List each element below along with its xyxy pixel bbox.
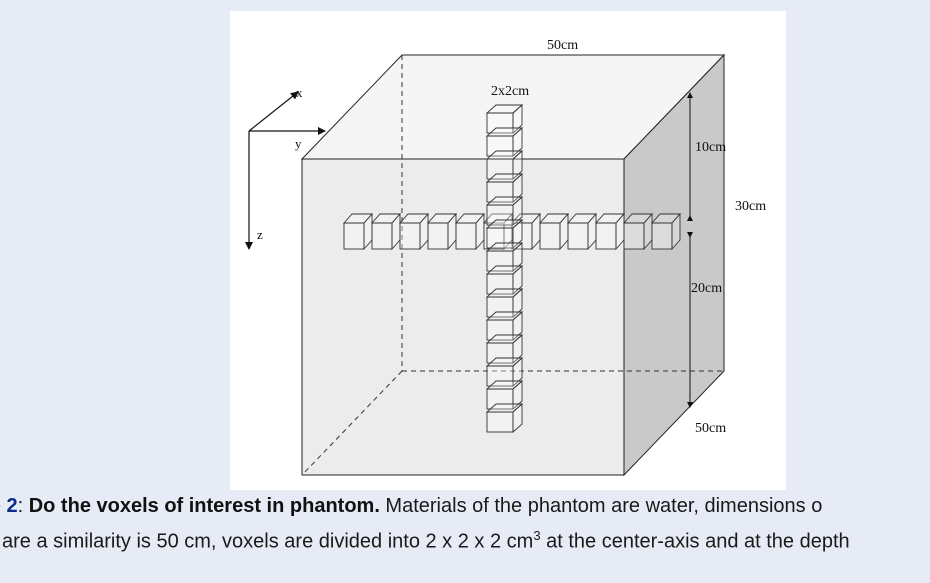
top-width-label: 50cm (547, 38, 578, 53)
voxel-row-cell (426, 212, 458, 251)
z-axis-label: z (257, 227, 263, 242)
voxel-row-cell (594, 212, 626, 251)
voxel-column-cell (485, 195, 524, 227)
voxel-column-cell (485, 264, 524, 296)
voxel-column-cell (485, 402, 524, 434)
caption-line2-text: are a similarity is 50 cm, voxels are di… (2, 530, 534, 553)
horizontal-voxel-row (342, 212, 682, 251)
voxel-row-cell (566, 212, 598, 251)
voxel-row-cell (342, 212, 374, 251)
caption-line2-end: at the center-axis and at the depth (540, 530, 850, 553)
voxel-column-cell (485, 103, 524, 135)
lower-depth-label: 20cm (691, 281, 722, 296)
voxel-row-cell (398, 212, 430, 251)
voxel-row-cell (622, 212, 654, 251)
phantom-diagram: x y z 50cm 2x2cm 1 (245, 38, 766, 477)
phantom-cube (300, 53, 726, 477)
voxel-column-cell (485, 333, 524, 365)
dimension-labels: 50cm 2x2cm 10cm 30cm 20cm 50cm (491, 38, 766, 436)
voxel-column-cell (485, 379, 524, 411)
upper-depth-label: 10cm (695, 140, 726, 155)
total-depth-label: 30cm (735, 199, 766, 214)
bottom-width-label: 50cm (695, 421, 726, 436)
coordinate-axes: x y z (245, 85, 326, 250)
voxel-column-cell (485, 172, 524, 204)
y-axis-label: y (295, 136, 302, 151)
caption-line-1: re 2: Do the voxels of interest in phant… (0, 492, 930, 521)
voxel-row-cell (454, 212, 486, 251)
caption-figure-label: re 2 (0, 495, 18, 517)
figure-panel: x y z 50cm 2x2cm 1 (230, 11, 786, 490)
x-axis-arrow (248, 91, 299, 132)
voxel-row-cell (370, 212, 402, 251)
voxel-size-label: 2x2cm (491, 84, 529, 99)
caption-separator: : (17, 495, 29, 517)
x-axis-label: x (296, 85, 303, 100)
caption-line-2: are a similarity is 50 cm, voxels are di… (0, 521, 930, 557)
caption-title: Do the voxels of interest in phantom. (28, 495, 380, 517)
cube-front-face (301, 158, 625, 476)
voxel-row-cell (482, 212, 514, 251)
cube-hidden-edges (301, 55, 724, 476)
voxel-row-cell (650, 212, 682, 251)
voxel-row-cell (538, 212, 570, 251)
vertical-voxel-column (485, 103, 524, 434)
caption-line1-text: Materials of the phantom are water, dime… (379, 495, 823, 517)
caption-superscript: 3 (533, 528, 541, 543)
figure-caption: re 2: Do the voxels of interest in phant… (0, 492, 930, 557)
